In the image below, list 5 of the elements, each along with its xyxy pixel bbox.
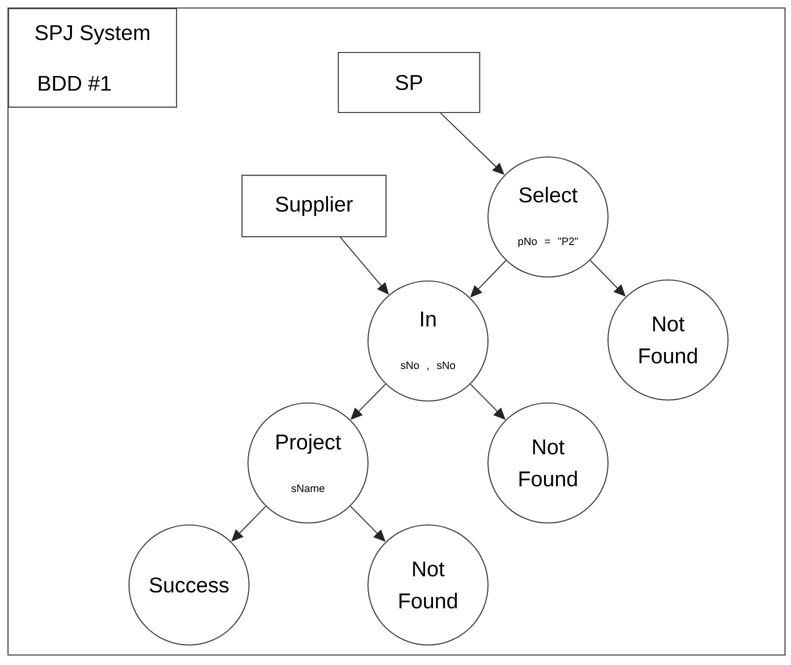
arrow [470, 260, 506, 298]
relation-box: SP [338, 52, 480, 114]
title-box: SPJ System BDD #1 [8, 8, 178, 108]
relation-box: Supplier [241, 174, 387, 238]
arrow [440, 112, 504, 175]
